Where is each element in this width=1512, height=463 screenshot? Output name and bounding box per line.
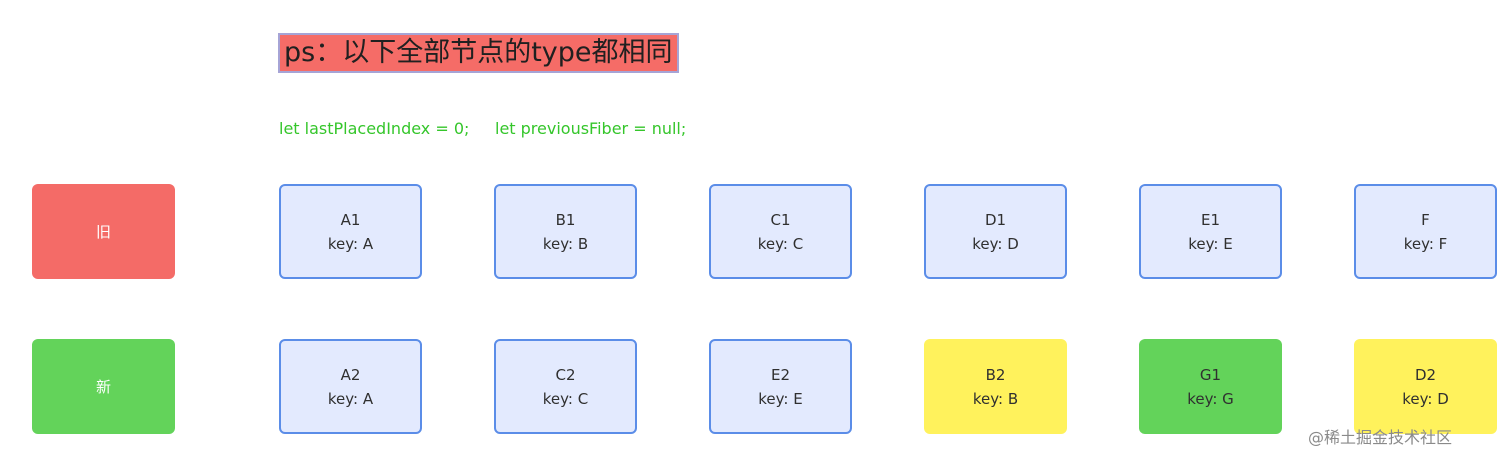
node-name: E2 xyxy=(770,365,791,384)
node-name: A2 xyxy=(340,365,361,384)
node-name: G1 xyxy=(1199,365,1222,384)
node-key: key: G xyxy=(1187,389,1234,408)
node-name: C1 xyxy=(770,210,791,229)
old-node: C1 key: C xyxy=(709,184,852,279)
old-node: A1 key: A xyxy=(279,184,422,279)
node-key: key: C xyxy=(757,234,804,253)
node-key: key: A xyxy=(327,389,374,408)
old-node: F key: F xyxy=(1354,184,1497,279)
old-node: E1 key: E xyxy=(1139,184,1282,279)
new-node: A2 key: A xyxy=(279,339,422,434)
node-name: B2 xyxy=(985,365,1006,384)
node-key: key: F xyxy=(1403,234,1448,253)
node-key: key: A xyxy=(327,234,374,253)
node-name: B1 xyxy=(555,210,576,229)
new-node-moved: D2 key: D xyxy=(1354,339,1497,434)
new-node-inserted: G1 key: G xyxy=(1139,339,1282,434)
node-key: key: C xyxy=(542,389,589,408)
watermark: @稀土掘金技术社区 xyxy=(1308,428,1453,447)
node-name: F xyxy=(1421,210,1430,229)
old-row-label: 旧 xyxy=(32,184,175,279)
new-row-label: 新 xyxy=(32,339,175,434)
code-previous-fiber: let previousFiber = null; xyxy=(495,119,687,138)
node-name: D2 xyxy=(1414,365,1437,384)
node-key: key: D xyxy=(972,234,1019,253)
node-key: key: B xyxy=(972,389,1019,408)
node-name: D1 xyxy=(984,210,1007,229)
node-key: key: E xyxy=(758,389,803,408)
node-name: C2 xyxy=(555,365,576,384)
node-key: key: B xyxy=(542,234,589,253)
node-name: A1 xyxy=(340,210,361,229)
new-node: E2 key: E xyxy=(709,339,852,434)
old-node: D1 key: D xyxy=(924,184,1067,279)
new-node: C2 key: C xyxy=(494,339,637,434)
old-node: B1 key: B xyxy=(494,184,637,279)
code-last-placed-index: let lastPlacedIndex = 0; xyxy=(279,119,470,138)
node-key: key: D xyxy=(1402,389,1449,408)
diagram-title: ps：以下全部节点的type都相同 xyxy=(278,33,679,73)
node-name: E1 xyxy=(1200,210,1221,229)
node-key: key: E xyxy=(1188,234,1233,253)
new-node-moved: B2 key: B xyxy=(924,339,1067,434)
